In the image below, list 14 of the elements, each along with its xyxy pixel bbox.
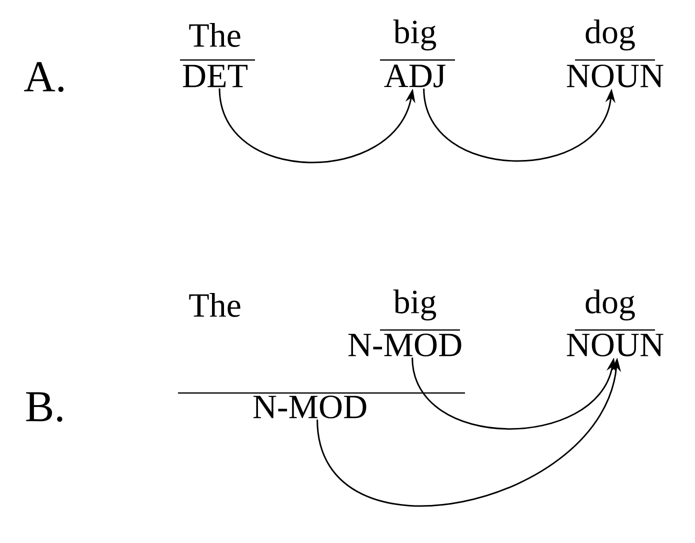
tag-label: DET: [182, 64, 248, 88]
word-label: big: [393, 20, 436, 50]
word-label: big: [393, 290, 436, 320]
tag-label: N-MOD: [253, 396, 366, 418]
word-label: A.: [24, 62, 64, 92]
word-label: dog: [586, 20, 635, 50]
tag-label: N-MOD: [348, 334, 462, 356]
word-label: dog: [586, 290, 635, 320]
word-label: B.: [26, 392, 62, 422]
tag-label: ADJ: [384, 64, 446, 88]
tag-label: NOUN: [566, 334, 664, 356]
word-label: The: [189, 23, 240, 47]
tag-label: NOUN: [566, 64, 664, 88]
word-label: The: [189, 293, 240, 317]
